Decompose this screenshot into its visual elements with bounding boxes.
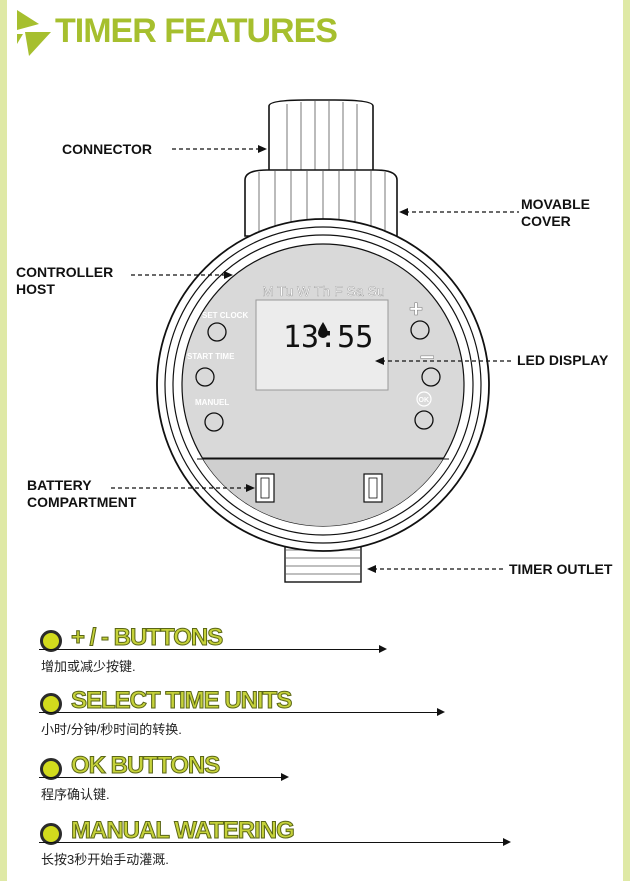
feature-underline-arrow <box>39 773 289 781</box>
lcd-clock: 13:55 <box>283 320 373 355</box>
label-line: MOVABLE <box>521 196 590 212</box>
feature-title: + / - BUTTONS <box>70 624 223 652</box>
feature-title: SELECT TIME UNITS <box>70 687 292 715</box>
page-title: TIMER FEATURES <box>55 12 338 50</box>
battery-latch <box>255 473 275 503</box>
ok-icon: OK <box>416 391 432 407</box>
minus-label: – <box>420 340 434 370</box>
lcd-screen <box>255 299 389 391</box>
feature-item: SELECT TIME UNITS 小时/分钟/秒时间的转换. <box>37 687 517 746</box>
feature-desc: 小时/分钟/秒时间的转换. <box>41 722 182 737</box>
set-clock-button[interactable] <box>207 322 227 342</box>
start-time-label: START TIME <box>187 352 235 361</box>
bullet-dot-icon <box>40 758 62 780</box>
plus-label: + <box>409 296 423 323</box>
day-labels: M Tu W Th F Sa Su <box>262 283 385 299</box>
manuel-button[interactable] <box>204 412 224 432</box>
water-drop-icon <box>318 322 328 338</box>
leader-lines <box>111 148 519 570</box>
ok-label: OK <box>419 397 430 404</box>
feature-desc: 长按3秒开始手动灌溉. <box>41 852 169 867</box>
label-line: HOST <box>16 281 55 297</box>
arrow-logo-icon <box>17 10 51 56</box>
header: TIMER FEATURES <box>17 8 437 58</box>
feature-title: OK BUTTONS <box>70 752 220 780</box>
label-connector: CONNECTOR <box>62 141 152 157</box>
label-line: BATTERY <box>27 477 92 493</box>
label-led-display: LED DISPLAY <box>517 352 609 368</box>
label-controller-host: CONTROLLER HOST <box>16 264 113 298</box>
bullet-dot-icon <box>40 823 62 845</box>
battery-latch <box>363 473 383 503</box>
ok-button[interactable] <box>414 410 434 430</box>
label-line: COVER <box>521 213 571 229</box>
plus-button[interactable] <box>410 320 430 340</box>
feature-item: MANUAL WATERING 长按3秒开始手动灌溉. <box>37 817 517 876</box>
label-movable-cover: MOVABLE COVER <box>521 196 590 230</box>
minus-button[interactable] <box>421 367 441 387</box>
feature-underline-arrow <box>39 838 511 846</box>
feature-title: MANUAL WATERING <box>71 817 296 845</box>
leader-arrowheads <box>224 145 408 573</box>
start-time-button[interactable] <box>195 367 215 387</box>
timer-diagram: M Tu W Th F Sa Su 13:55 SET CLOCK START … <box>111 99 519 583</box>
bullet-dot-icon <box>40 693 62 715</box>
feature-item: OK BUTTONS 程序确认键. <box>37 752 517 811</box>
feature-underline-arrow <box>39 708 445 716</box>
feature-underline-arrow <box>39 645 387 653</box>
feature-desc: 增加或减少按键. <box>41 659 136 674</box>
manuel-label: MANUEL <box>195 398 229 407</box>
feature-item: + / - BUTTONS 增加或减少按键. <box>37 624 517 683</box>
label-battery: BATTERY COMPARTMENT <box>27 477 136 511</box>
feature-desc: 程序确认键. <box>41 787 110 802</box>
bullet-dot-icon <box>40 630 62 652</box>
connector-part <box>268 99 374 173</box>
movable-cover-part <box>244 169 398 237</box>
set-clock-label: SET CLOCK <box>202 311 248 320</box>
label-line: CONTROLLER <box>16 264 114 280</box>
label-timer-outlet: TIMER OUTLET <box>509 561 613 577</box>
label-line: COMPARTMENT <box>27 494 137 510</box>
